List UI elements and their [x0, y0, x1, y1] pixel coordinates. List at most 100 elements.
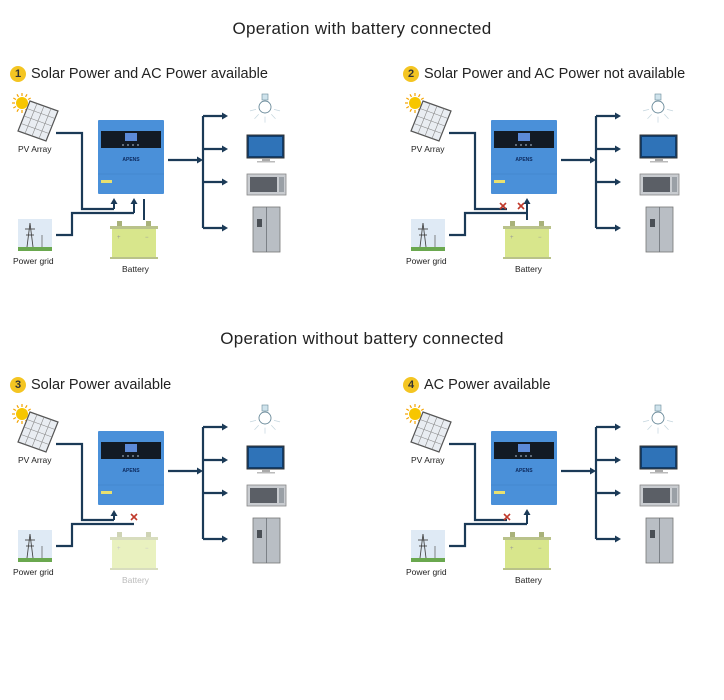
- panel-heading: 4 AC Power available: [403, 374, 551, 396]
- light-bulb-icon: [642, 404, 674, 434]
- light-bulb-icon: [642, 93, 674, 123]
- battery-label: Battery: [122, 264, 150, 274]
- wire-endpoints: [110, 423, 228, 543]
- wire-endpoints: [110, 112, 228, 232]
- power-grid-label: Power grid: [13, 567, 54, 577]
- solar-panel-icon: [405, 404, 452, 453]
- panel-title: Solar Power and AC Power not available: [424, 66, 686, 82]
- step-number-badge: 2: [403, 66, 419, 82]
- battery-label: Battery: [122, 575, 150, 585]
- light-bulb-icon: [249, 93, 281, 123]
- solar-panel-icon: [405, 93, 452, 142]
- arrow-head: [615, 423, 621, 431]
- svg-text:−: −: [538, 235, 542, 241]
- power-grid-label: Power grid: [13, 256, 54, 266]
- pv-array-label: PV Array: [411, 455, 445, 465]
- wiring: [449, 114, 615, 237]
- inverter-label-sticker: [101, 491, 112, 494]
- arrow-head: [110, 198, 118, 204]
- inverter-icon: APENS: [98, 120, 164, 194]
- svg-text:+: +: [117, 235, 121, 241]
- step-number-badge: 4: [403, 377, 419, 393]
- microwave-icon: [639, 484, 680, 507]
- inverter-label-sticker: [101, 180, 112, 183]
- water-dispenser: [650, 219, 655, 227]
- arrow-head: [222, 535, 228, 543]
- panel-title: AC Power available: [424, 377, 551, 393]
- arrow-head: [197, 467, 203, 475]
- tv-icon: [639, 445, 678, 474]
- pv-wire: [449, 442, 507, 522]
- battery-label: Battery: [515, 264, 543, 274]
- arrow-head: [197, 156, 203, 164]
- section-title-without-battery: Operation without battery connected: [220, 329, 504, 348]
- pv-wire: [56, 131, 114, 211]
- water-dispenser: [257, 530, 262, 538]
- solar-panel-icon: [12, 93, 59, 142]
- wire-endpoints: [499, 112, 621, 232]
- microwave-icon: [246, 484, 287, 507]
- panel-title: Solar Power available: [31, 377, 172, 393]
- svg-text:+: +: [117, 546, 121, 552]
- inverter-label-sticker: [494, 491, 505, 494]
- battery-icon: +−: [503, 221, 551, 259]
- pv-array-label: PV Array: [18, 144, 52, 154]
- wiring: [56, 114, 222, 237]
- microwave-icon: [639, 173, 680, 196]
- power-grid-tower-icon: [18, 219, 52, 251]
- arrow-head: [615, 112, 621, 120]
- sun-icon: [409, 97, 421, 109]
- wire-endpoints: [503, 423, 621, 543]
- pv-array-label: PV Array: [411, 144, 445, 154]
- battery-icon: +−: [110, 221, 158, 259]
- brand-logo: APENS: [515, 468, 533, 474]
- brand-logo: APENS: [122, 157, 140, 163]
- svg-text:−: −: [145, 235, 149, 241]
- arrow-head: [222, 489, 228, 497]
- arrow-head: [615, 489, 621, 497]
- power-grid-tower-icon: [18, 530, 52, 562]
- water-dispenser: [650, 530, 655, 538]
- light-bulb-icon: [249, 404, 281, 434]
- grid-wire: [449, 522, 527, 548]
- tv-icon: [246, 134, 285, 163]
- refrigerator-icon: [252, 206, 281, 253]
- arrow-head: [222, 178, 228, 186]
- arrow-head: [222, 112, 228, 120]
- water-dispenser: [257, 219, 262, 227]
- refrigerator-icon: [645, 206, 674, 253]
- inverter-label-sticker: [494, 180, 505, 183]
- svg-text:+: +: [510, 546, 514, 552]
- inverter-icon: APENS: [98, 431, 164, 505]
- disconnected-x-icon: [499, 202, 507, 210]
- arrow-head: [590, 467, 596, 475]
- tv-icon: [246, 445, 285, 474]
- inverter-icon: APENS: [491, 431, 557, 505]
- arrow-head: [222, 423, 228, 431]
- battery-icon: +−: [503, 532, 551, 570]
- brand-logo: APENS: [515, 157, 533, 163]
- wiring: [56, 425, 222, 548]
- battery-label: Battery: [515, 575, 543, 585]
- arrow-head: [615, 178, 621, 186]
- arrow-head: [615, 456, 621, 464]
- sun-icon: [409, 408, 421, 420]
- section-title-with-battery: Operation with battery connected: [232, 19, 492, 38]
- power-grid-tower-icon: [411, 530, 445, 562]
- panel-title: Solar Power and AC Power available: [31, 66, 268, 82]
- panel-heading: 2 Solar Power and AC Power not available: [403, 63, 685, 85]
- arrow-head: [523, 509, 531, 515]
- grid-wire: [56, 522, 134, 548]
- disconnected-x-icon: [517, 202, 525, 210]
- pv-array-label: PV Array: [18, 455, 52, 465]
- svg-text:−: −: [538, 546, 542, 552]
- arrow-head: [110, 510, 118, 516]
- arrow-head: [615, 224, 621, 232]
